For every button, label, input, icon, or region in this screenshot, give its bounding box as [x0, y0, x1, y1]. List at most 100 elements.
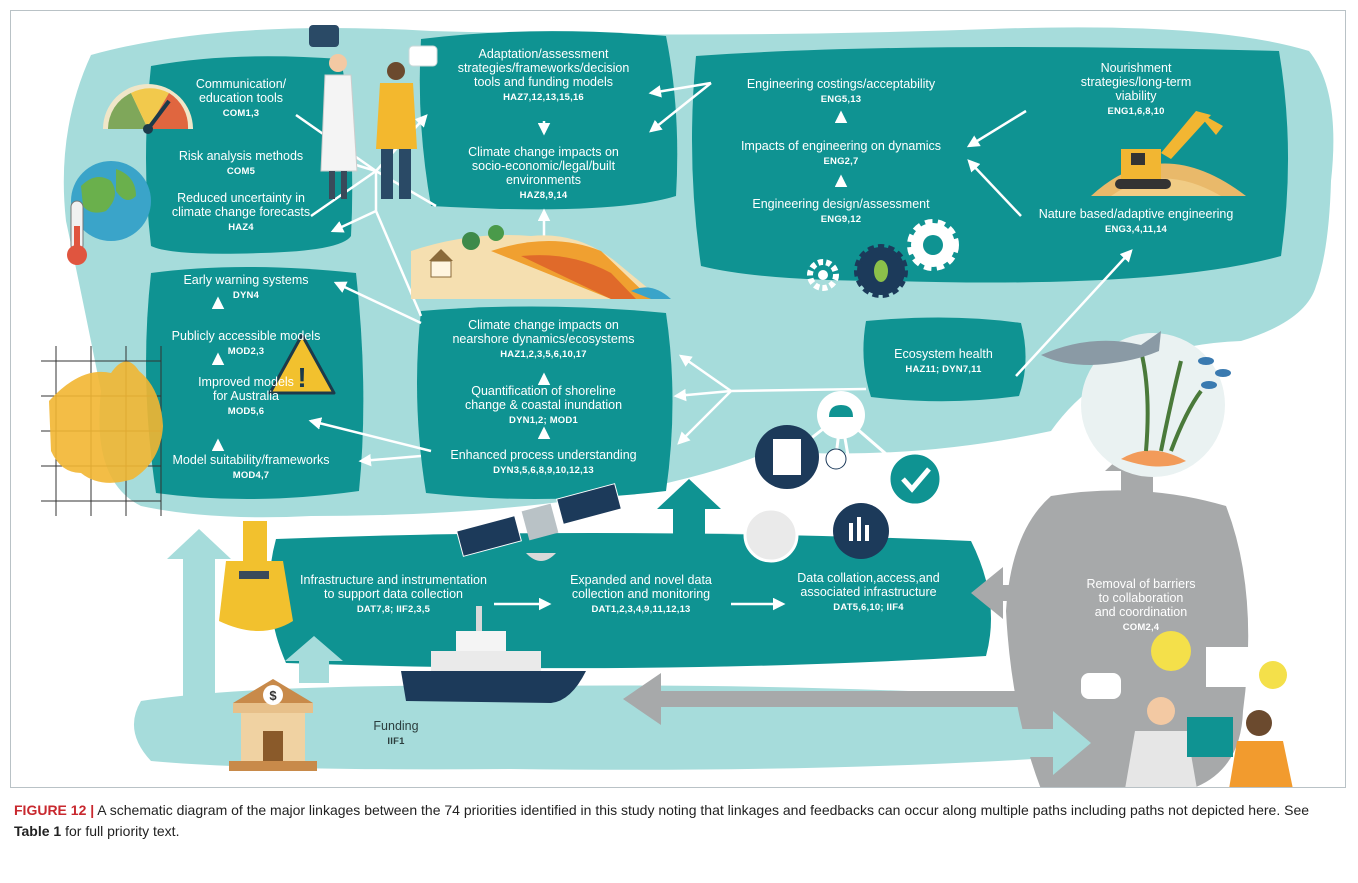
- node-engineering-dynamics: Impacts of engineering on dynamics ENG2,…: [711, 139, 971, 167]
- barriers-region: [1006, 490, 1249, 787]
- node-codes: ENG5,13: [820, 94, 862, 105]
- dollar-symbol: $: [269, 688, 277, 703]
- scientists-icon: [309, 25, 438, 199]
- caption-text-1: A schematic diagram of the major linkage…: [94, 802, 1310, 818]
- node-socio-economic: Climate change impacts on socio-economic…: [431, 145, 656, 201]
- node-process-understanding: Enhanced process understanding DYN3,5,6,…: [421, 448, 666, 476]
- funding-up-arrows: [151, 529, 1091, 775]
- models-box: [146, 267, 364, 500]
- node-codes: HAZ7,12,13,15,16: [503, 92, 584, 103]
- node-label: Reduced uncertainty in climate change fo…: [171, 191, 311, 219]
- node-label: Engineering design/assessment: [752, 197, 930, 211]
- data-to-dynamics-arrow: [657, 479, 721, 539]
- node-codes: COM2,4: [1122, 622, 1160, 633]
- node-improved-models: Improved models for Australia MOD5,6: [161, 375, 331, 417]
- node-codes: DYN3,5,6,8,9,10,12,13: [493, 465, 594, 476]
- communication-box: [146, 56, 353, 254]
- node-label: Enhanced process understanding: [450, 448, 637, 462]
- node-label: Expanded and novel data collection and m…: [570, 573, 712, 601]
- node-label: Early warning systems: [183, 273, 309, 287]
- figure-frame: !: [10, 10, 1346, 788]
- node-ecosystem-health: Ecosystem health HAZ11; DYN7,11: [871, 347, 1016, 375]
- caption-text-2: for full priority text.: [61, 823, 180, 839]
- node-codes: COM5: [226, 166, 256, 177]
- gauge-icon: [103, 84, 193, 134]
- node-label: Data collation,access,and associated inf…: [797, 571, 940, 599]
- data-network-icon: [743, 391, 943, 563]
- node-engineering-costings: Engineering costings/acceptability ENG5,…: [711, 77, 971, 105]
- ecosystem-box: [863, 317, 1026, 402]
- data-band-box: [269, 532, 991, 669]
- node-nearshore-impacts: Climate change impacts on nearshore dyna…: [426, 318, 661, 360]
- node-shoreline-quantification: Quantification of shoreline change & coa…: [426, 384, 661, 426]
- satellite-icon: [456, 483, 622, 561]
- node-codes: HAZ11; DYN7,11: [905, 364, 982, 375]
- node-public-models: Publicly accessible models MOD2,3: [151, 329, 341, 357]
- node-label: Impacts of engineering on dynamics: [740, 139, 942, 153]
- node-reduced-uncertainty: Reduced uncertainty in climate change fo…: [151, 191, 331, 233]
- node-codes: DYN4: [232, 290, 260, 301]
- ecosystem-illustration-icon: [1041, 331, 1231, 477]
- node-codes: DAT5,6,10; IIF4: [833, 602, 904, 613]
- node-codes: ENG2,7: [823, 156, 859, 167]
- node-codes: HAZ8,9,14: [519, 190, 568, 201]
- diagram-canvas: !: [41, 25, 1334, 787]
- excavator-icon: [1091, 111, 1246, 196]
- node-codes: DYN1,2; MOD1: [509, 415, 578, 426]
- engineering-box: [692, 47, 1289, 283]
- dynamics-box: [417, 306, 673, 500]
- caption-table-ref: Table 1: [14, 823, 62, 839]
- buoy-icon: [219, 521, 293, 631]
- caption-label: FIGURE 12 |: [14, 802, 95, 818]
- node-codes: DAT1,2,3,4,9,11,12,13: [591, 604, 691, 615]
- warning-icon: !: [268, 333, 336, 395]
- node-label: Funding: [373, 719, 419, 733]
- node-infrastructure: Infrastructure and instrumentation to su…: [286, 573, 501, 615]
- node-codes: MOD2,3: [227, 346, 265, 357]
- gears-icon: [807, 219, 959, 298]
- node-codes: IIF1: [387, 736, 405, 747]
- node-expanded-data: Expanded and novel data collection and m…: [546, 573, 736, 615]
- australia-map-icon: [41, 346, 163, 516]
- node-label: Publicly accessible models: [171, 329, 321, 343]
- node-codes: ENG3,4,11,14: [1104, 224, 1168, 235]
- node-label: Nourishment strategies/long-term viabili…: [1080, 61, 1192, 103]
- node-label: Improved models for Australia: [198, 375, 294, 403]
- node-codes: MOD5,6: [227, 406, 265, 417]
- node-label: Ecosystem health: [894, 347, 993, 361]
- node-risk-analysis: Risk analysis methods COM5: [156, 149, 326, 177]
- node-engineering-design: Engineering design/assessment ENG9,12: [711, 197, 971, 225]
- node-codes: ENG1,6,8,10: [1107, 106, 1165, 117]
- node-funding: Funding IIF1: [351, 719, 441, 747]
- node-codes: HAZ1,2,3,5,6,10,17: [500, 349, 587, 360]
- node-nourishment: Nourishment strategies/long-term viabili…: [1051, 61, 1221, 117]
- node-codes: ENG9,12: [820, 214, 862, 225]
- node-label: Model suitability/frameworks: [172, 453, 330, 467]
- node-label: Climate change impacts on nearshore dyna…: [452, 318, 635, 346]
- node-label: Engineering costings/acceptability: [746, 77, 936, 91]
- node-adaptation: Adaptation/assessment strategies/framewo…: [431, 47, 656, 103]
- node-early-warning: Early warning systems DYN4: [161, 273, 331, 301]
- collaboration-people-icon: [1081, 631, 1293, 787]
- bank-icon: $: [229, 679, 317, 771]
- figure-caption: FIGURE 12 | A schematic diagram of the m…: [14, 800, 1344, 842]
- node-removal-barriers: Removal of barriers to collaboration and…: [1051, 577, 1231, 633]
- adaptation-box: [419, 31, 678, 210]
- node-label: Climate change impacts on socio-economic…: [468, 145, 619, 187]
- node-model-suitability: Model suitability/frameworks MOD4,7: [151, 453, 351, 481]
- node-label: Nature based/adaptive engineering: [1038, 207, 1234, 221]
- node-nature-based: Nature based/adaptive engineering ENG3,4…: [1011, 207, 1261, 235]
- research-vessel-icon: [401, 606, 586, 703]
- node-label: Removal of barriers to collaboration and…: [1086, 577, 1196, 619]
- node-codes: DAT7,8; IIF2,3,5: [356, 604, 431, 615]
- node-label: Risk analysis methods: [178, 149, 304, 163]
- globe-thermometer-icon: [67, 161, 151, 265]
- node-label: Quantification of shoreline change & coa…: [464, 384, 623, 412]
- node-codes: HAZ4: [228, 222, 254, 233]
- node-communication: Communication/ education tools COM1,3: [156, 77, 326, 119]
- coastline-icon: [411, 225, 671, 299]
- node-codes: COM1,3: [222, 108, 260, 119]
- node-data-collation: Data collation,access,and associated inf…: [776, 571, 961, 613]
- node-label: Infrastructure and instrumentation to su…: [300, 573, 487, 601]
- warning-symbol: !: [297, 362, 306, 393]
